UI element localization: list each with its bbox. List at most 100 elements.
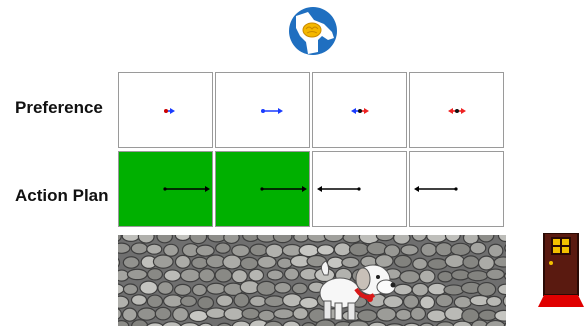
cobblestone — [451, 243, 470, 255]
preference-cell — [118, 72, 213, 148]
cobblestone — [147, 244, 162, 254]
cobblestone-texture — [118, 235, 506, 326]
cobblestone — [487, 269, 505, 279]
cobblestone — [164, 270, 180, 281]
cobblestone — [327, 257, 343, 268]
cobblestone — [224, 235, 239, 243]
cobblestone — [192, 257, 208, 268]
preference-glyph — [216, 73, 310, 148]
agent-dot — [454, 187, 457, 190]
action-cell — [118, 151, 213, 227]
cobblestone — [181, 269, 200, 282]
cobblestone — [299, 244, 318, 256]
cobblestone — [377, 308, 396, 321]
cobblestone — [495, 310, 506, 321]
cobblestone — [153, 255, 173, 268]
action-arrow — [313, 152, 407, 227]
cobblestone — [419, 270, 434, 283]
cobblestone — [127, 269, 147, 279]
cobblestone — [479, 310, 497, 320]
cobblestone — [445, 255, 464, 268]
action-arrow — [119, 152, 213, 227]
cobblestone — [396, 309, 411, 320]
cobblestone — [342, 257, 359, 267]
cobblestone — [140, 281, 157, 294]
cobblestone — [479, 256, 495, 270]
cobblestone — [283, 294, 302, 307]
cobblestone — [343, 235, 361, 243]
cobblestone — [470, 242, 486, 254]
cobblestone — [147, 295, 162, 307]
cobblestone — [488, 244, 502, 257]
cobblestone — [206, 308, 225, 318]
preference-cell — [409, 72, 504, 148]
cobblestone — [118, 243, 130, 253]
cobblestone — [273, 235, 292, 243]
cobblestone — [413, 258, 428, 269]
cobblestone — [173, 308, 189, 322]
cobblestone — [216, 243, 230, 253]
cobblestone — [478, 283, 496, 297]
cobblestone — [249, 269, 264, 281]
cobblestone — [420, 296, 435, 309]
cobblestone — [445, 307, 464, 321]
cobblestone — [241, 257, 258, 269]
arrow-head — [364, 108, 369, 114]
cobblestone — [292, 283, 307, 294]
preference-cell — [215, 72, 310, 148]
cobblestone — [367, 242, 387, 255]
action-cell — [215, 151, 310, 227]
cobblestone — [436, 243, 452, 256]
cobblestone — [192, 284, 206, 295]
cobblestone — [438, 271, 453, 282]
cobblestone — [131, 243, 147, 254]
cobblestone — [274, 309, 294, 319]
cobblestone — [317, 245, 334, 255]
action-plan-row — [0, 151, 584, 227]
cobblestone — [494, 257, 506, 267]
cobblestone — [157, 235, 172, 243]
cobblestone — [123, 257, 139, 268]
cobblestone — [242, 308, 259, 319]
arrow-head — [205, 186, 210, 192]
cobblestone — [404, 295, 419, 308]
cobblestone — [224, 308, 243, 321]
cobblestone — [232, 270, 247, 283]
arrow-head — [351, 108, 356, 114]
agent-dot — [358, 109, 362, 113]
cobblestone — [428, 259, 447, 270]
cobblestone-ground — [118, 235, 506, 326]
action-arrow — [410, 152, 504, 227]
cobblestone — [215, 269, 232, 282]
preference-glyph — [313, 73, 407, 148]
cobblestone — [394, 235, 410, 244]
cobblestone — [148, 269, 163, 280]
cobblestone — [190, 235, 207, 244]
cobblestone — [468, 271, 488, 281]
action-arrow — [216, 152, 310, 227]
action-cell — [312, 151, 407, 227]
cobblestone — [384, 296, 403, 308]
cobblestone — [487, 296, 502, 306]
cobblestone — [234, 293, 249, 307]
cobblestone — [199, 269, 215, 282]
cobblestone — [427, 310, 446, 322]
cobblestone — [411, 307, 426, 320]
cobblestone — [412, 283, 428, 296]
cobblestone — [122, 235, 139, 241]
cobblestone — [275, 282, 291, 293]
cobblestone — [463, 256, 479, 268]
arrow-head — [317, 186, 322, 192]
agent-dot — [260, 187, 263, 190]
cobblestone — [358, 310, 377, 322]
cobblestone — [436, 294, 453, 306]
cobblestone — [294, 235, 309, 242]
cobblestone — [138, 308, 156, 320]
cobblestone — [267, 270, 283, 280]
cobblestone — [278, 258, 293, 269]
cobblestone — [189, 310, 207, 321]
cobblestone — [427, 235, 447, 242]
cobblestone — [181, 296, 197, 306]
cobblestone — [158, 282, 173, 295]
